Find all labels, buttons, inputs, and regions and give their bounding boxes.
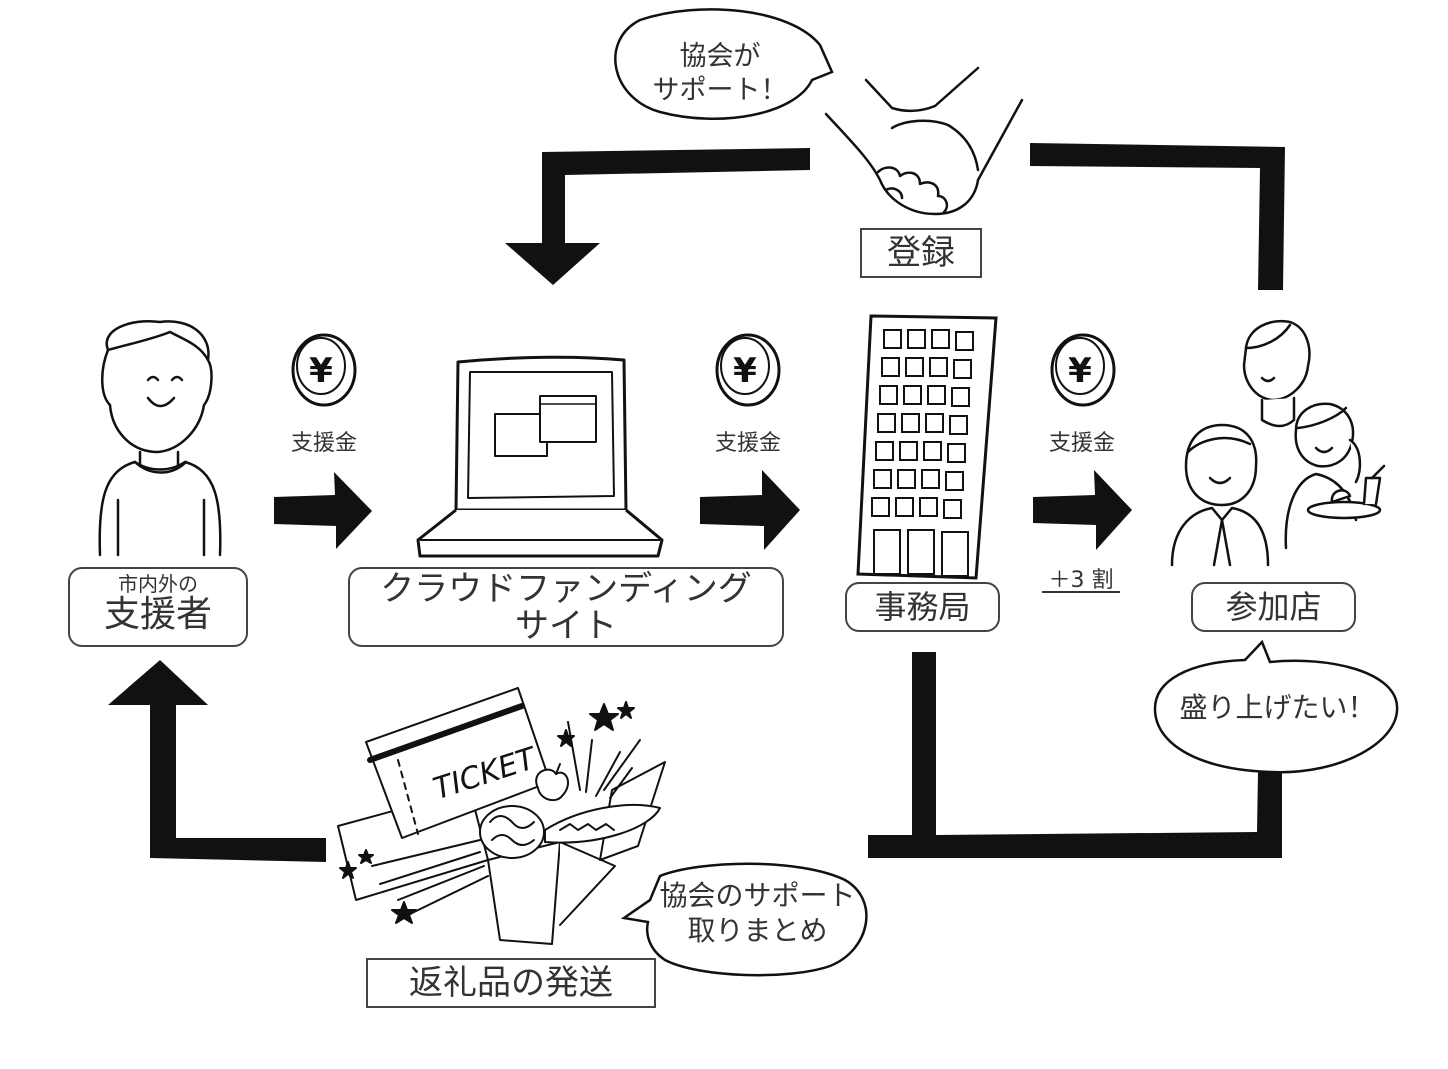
yen-mark-3: ¥ (1068, 351, 1092, 391)
gift-box-icon: TICKET (337, 687, 666, 945)
site-label-line1: クラウドファンディング (380, 569, 752, 609)
supporter-main-label: 支援者 (103, 594, 212, 635)
gifts-label-text: 返礼品の発送 (409, 963, 613, 1003)
laptop-icon (416, 355, 664, 558)
connector-office-shops-to-gifts (868, 652, 1282, 858)
arrow-site-to-office (700, 470, 800, 550)
register-label: 登録 (860, 228, 982, 278)
arrowhead-up (108, 660, 208, 705)
bonus-label: ＋3 割 (1048, 568, 1114, 593)
connector-gifts-to-supporter (108, 660, 326, 862)
association-bubble-text: 協会が サポート！ (635, 40, 805, 108)
handshake-icon (824, 66, 1024, 216)
association-bubble-line2: サポート！ (652, 74, 788, 106)
yen-mark-1: ¥ (309, 351, 333, 391)
association-bubble-line1: 協会が (679, 41, 761, 72)
site-label-line2: サイト (515, 606, 617, 647)
funds-label-3: 支援金 (1048, 431, 1115, 456)
gifts-label: 返礼品の発送 (366, 958, 656, 1008)
speech-bubble-association (614, 8, 834, 121)
office-building-icon (856, 314, 998, 580)
supporter-person-icon (98, 320, 222, 557)
coin-icon-1 (291, 333, 357, 407)
arrow-office-to-shops (1033, 470, 1132, 550)
speech-bubble-gift-support (620, 862, 868, 977)
funds-label-2: 支援金 (714, 431, 781, 456)
yen-mark-2: ¥ (733, 351, 757, 391)
shops-bubble-text: 盛り上げたい！ (1179, 691, 1376, 724)
shop-staff-icon (1170, 319, 1386, 567)
gift-support-line2: 取りまとめ (687, 914, 828, 947)
shops-label-text: 参加店 (1225, 588, 1322, 626)
connector-register-to-site (505, 148, 810, 285)
arrowhead-down (505, 243, 600, 285)
supporter-label: 市内外の 支援者 (68, 567, 248, 647)
speech-bubble-shops (1153, 639, 1399, 774)
office-label: 事務局 (845, 582, 1000, 632)
connector-shops-to-register (1030, 143, 1285, 290)
funds-label-1: 支援金 (290, 431, 357, 456)
gift-support-line1: 協会のサポート (659, 879, 856, 912)
supporter-sub-label: 市内外の (118, 572, 198, 596)
gift-support-bubble-text: 協会のサポート 取りまとめ (650, 878, 865, 948)
coin-icon-2 (715, 333, 781, 407)
office-label-text: 事務局 (874, 588, 971, 626)
shops-label: 参加店 (1191, 582, 1356, 632)
site-label: クラウドファンディング サイト (348, 567, 784, 647)
arrow-supporter-to-site (274, 472, 372, 549)
coin-icon-3 (1050, 333, 1116, 407)
register-label-text: 登録 (887, 233, 955, 273)
